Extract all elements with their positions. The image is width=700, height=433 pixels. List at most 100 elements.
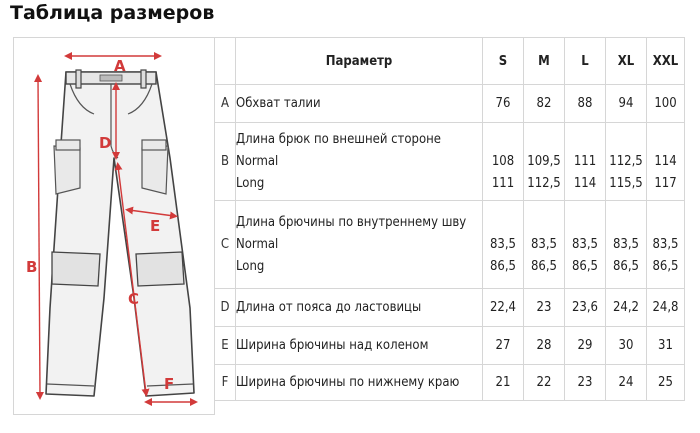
- value-cell: 22,4: [482, 288, 524, 327]
- value-cell: 82: [523, 84, 565, 123]
- value: 23: [536, 299, 552, 315]
- value: 114: [654, 153, 677, 169]
- value: 82: [536, 95, 552, 111]
- value-cell: 100: [646, 84, 685, 123]
- row-letter: C: [214, 200, 236, 289]
- value: 111: [491, 175, 515, 191]
- value: 83,5: [489, 236, 517, 252]
- header-size-m: M: [523, 37, 565, 85]
- value: 24,8: [652, 299, 679, 315]
- value: 94: [618, 95, 634, 111]
- row-parameter: Ширина брючины над коленом: [235, 326, 483, 365]
- value: 24,2: [612, 299, 640, 315]
- measure-c-line: [114, 162, 150, 397]
- row-parameter: Обхват талии: [235, 84, 483, 123]
- label-patch: [99, 74, 123, 82]
- value-cell: 28: [523, 326, 565, 365]
- belt-loops: [75, 69, 147, 89]
- header-size-xl: XL: [605, 37, 647, 85]
- row-parameter: Ширина брючины по нижнему краю: [235, 364, 483, 401]
- table-header-row: Параметр S M L XL XXL: [214, 37, 685, 85]
- value: 117: [654, 175, 677, 191]
- parameter-name: Длина брюк по внешней стороне: [236, 131, 441, 147]
- row-letter: D: [214, 288, 236, 327]
- value: 76: [495, 95, 511, 111]
- pocket-right: [127, 83, 153, 115]
- value-cell: 23,6: [564, 288, 606, 327]
- value-cell: 24,2: [605, 288, 647, 327]
- header-param: Параметр: [235, 37, 483, 85]
- measure-d-label: D: [99, 134, 111, 152]
- value-cell: 30: [605, 326, 647, 365]
- value: 25: [658, 374, 673, 390]
- pants-diagram: A B C D E F: [13, 37, 215, 415]
- value-cell: 23: [523, 288, 565, 327]
- value: 86,5: [612, 258, 640, 274]
- value-cell: 24: [605, 364, 647, 401]
- value: 111: [573, 153, 597, 169]
- value: 30: [618, 337, 634, 353]
- measure-f-label: F: [164, 375, 174, 393]
- value-cell: 83,5 86,5: [523, 200, 565, 289]
- value-cell: 25: [646, 364, 685, 401]
- value: 21: [495, 374, 511, 390]
- value-cell: 83,5 86,5: [605, 200, 647, 289]
- value-cell: 22: [523, 364, 565, 401]
- measure-a-label: A: [114, 57, 126, 75]
- value: 29: [577, 337, 593, 353]
- value-cell: 24,8: [646, 288, 685, 327]
- parameter-name: Ширина брючины по нижнему краю: [236, 374, 460, 390]
- header-size-l: L: [564, 37, 606, 85]
- value: 83,5: [530, 236, 558, 252]
- value-cell: 21: [482, 364, 524, 401]
- page-title: Таблица размеров: [10, 2, 215, 24]
- value-cell: 94: [605, 84, 647, 123]
- header-empty-cell: [214, 37, 236, 85]
- parameter-name: Длина от пояса до ластовицы: [236, 299, 422, 315]
- parameter-variant: Normal: [236, 153, 279, 169]
- measure-b-line: [34, 74, 44, 400]
- knee-pads: [51, 251, 185, 287]
- row-letter: B: [214, 122, 236, 201]
- parameter-variant: Normal: [236, 236, 279, 252]
- value-cell: 76: [482, 84, 524, 123]
- value: 112,5: [527, 175, 561, 191]
- measure-b-label: B: [26, 258, 37, 276]
- measure-e-label: E: [150, 217, 160, 235]
- value-cell: 83,5 86,5: [564, 200, 606, 289]
- measure-c-label: C: [128, 290, 139, 308]
- row-letter: E: [214, 326, 236, 365]
- hem-lines: [46, 383, 194, 387]
- value: 114: [573, 175, 597, 191]
- value: 86,5: [571, 258, 599, 274]
- pocket-left: [69, 83, 95, 115]
- value: 83,5: [612, 236, 640, 252]
- pants-illustration: A B C D E F: [26, 52, 198, 406]
- parameter-variant: Long: [236, 258, 265, 274]
- header-size-xxl: XXL: [646, 37, 685, 85]
- value: 86,5: [530, 258, 558, 274]
- parameter-variant: Long: [236, 175, 265, 191]
- row-parameter: Длина от пояса до ластовицы: [235, 288, 483, 327]
- value: 86,5: [652, 258, 679, 274]
- row-letter: A: [214, 84, 236, 123]
- value: 83,5: [571, 236, 599, 252]
- parameter-name: Ширина брючины над коленом: [236, 337, 429, 353]
- value-cell: 31: [646, 326, 685, 365]
- value: 83,5: [652, 236, 679, 252]
- value: 115,5: [609, 175, 643, 191]
- value: 88: [577, 95, 593, 111]
- value: 86,5: [489, 258, 517, 274]
- value: 108: [491, 153, 515, 169]
- parameter-name: Длина брючины по внутреннему шву: [236, 214, 467, 230]
- value: 24: [618, 374, 634, 390]
